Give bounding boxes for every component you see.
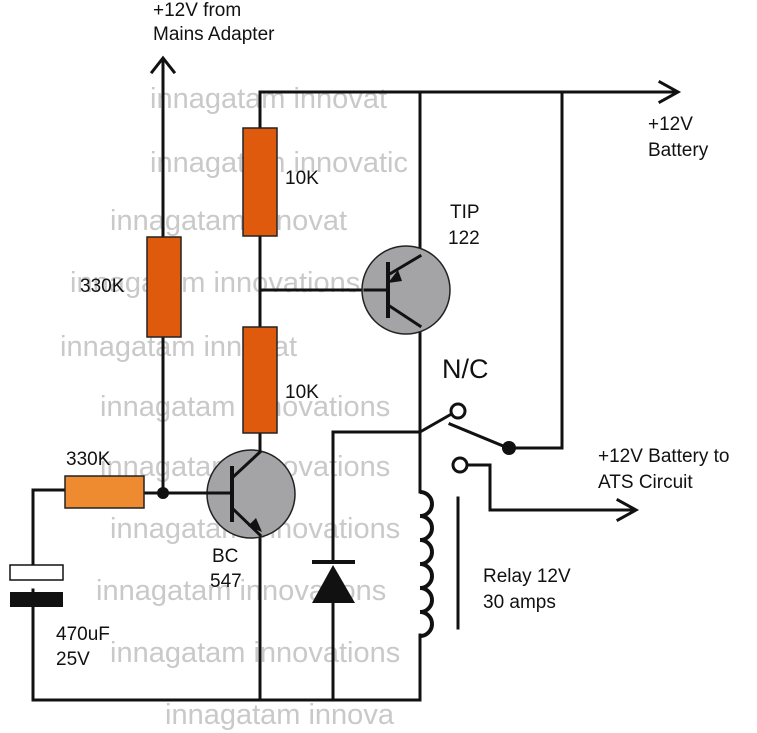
relay-coil-icon — [419, 490, 434, 638]
ground-rail-wire — [31, 588, 422, 702]
resistor-r-mid — [242, 326, 278, 434]
watermark-line: innagatam innova — [165, 699, 395, 731]
bc547-collector-lead — [229, 449, 263, 481]
r-top-label: 10K — [285, 168, 319, 189]
relay-coil — [419, 490, 460, 638]
watermark-line: innagatam innovat — [110, 205, 347, 237]
wires — [31, 55, 682, 702]
r-base-label: 330K — [66, 449, 111, 470]
bc-label: BC — [212, 546, 238, 567]
tip-label: TIP — [450, 202, 480, 223]
contact-arm — [448, 422, 510, 450]
ats-arrow-icon — [615, 497, 640, 523]
capacitor-plate-positive — [9, 564, 64, 581]
battery-label: Battery — [648, 140, 709, 161]
r-mid-label: 10K — [285, 382, 319, 403]
relay-label: Relay 12V — [483, 566, 571, 587]
tip122-arrow-icon — [388, 270, 402, 283]
junction-dot — [157, 487, 169, 499]
mains-arrow-icon — [149, 55, 177, 75]
tip122-collector-lead — [385, 253, 423, 278]
resistor-r-top — [242, 127, 278, 237]
relay-label: 30 amps — [483, 592, 556, 613]
diode-top-wire — [331, 430, 422, 562]
transistor-bc547 — [205, 449, 296, 539]
transistor-tip122 — [361, 245, 451, 335]
watermark-line: innagatam innovations — [70, 267, 360, 299]
cap-label: 470uF — [56, 624, 110, 645]
resistor-r-base — [64, 475, 145, 509]
tip-label: 122 — [448, 228, 480, 249]
labels: +12V from Mains Adapter +12V Battery +12… — [56, 0, 730, 670]
watermark-line: innagatam innovations — [110, 637, 400, 669]
diode-triangle-icon — [312, 565, 355, 603]
battery-label: +12V — [648, 114, 693, 135]
diode — [312, 560, 355, 603]
capacitor-plate-negative — [10, 592, 63, 607]
mains-label: Mains Adapter — [153, 24, 275, 45]
nc-link-wire — [417, 409, 458, 435]
ats-label: +12V Battery to — [598, 446, 730, 467]
mains-label: +12V from — [153, 0, 241, 21]
battery-arrow-icon — [657, 79, 682, 105]
bc-label: 547 — [210, 571, 242, 592]
bc547-arrow-icon — [248, 518, 262, 532]
ats-label: ATS Circuit — [598, 472, 693, 493]
tip122-body — [361, 245, 451, 335]
resistors — [64, 127, 278, 509]
resistor-r-left — [146, 236, 182, 338]
tip122-emitter-lead — [385, 302, 423, 329]
bc547-emitter-lead — [229, 505, 263, 538]
ats-output-wire — [466, 463, 636, 512]
cap-top-wire — [31, 488, 67, 567]
watermark-line: innagatam innovat — [150, 83, 387, 115]
relay-contacts — [448, 402, 516, 474]
cap-label: 25V — [56, 649, 90, 670]
r-left-label: 330K — [80, 276, 125, 297]
nc-contact — [449, 402, 467, 420]
no-contact — [451, 456, 469, 474]
capacitor — [9, 564, 64, 607]
nc-label: N/C — [442, 354, 489, 384]
watermark-line: innagatam innovatic — [150, 147, 408, 179]
watermark: innagatam innovat innagatam innovatic in… — [60, 83, 408, 731]
